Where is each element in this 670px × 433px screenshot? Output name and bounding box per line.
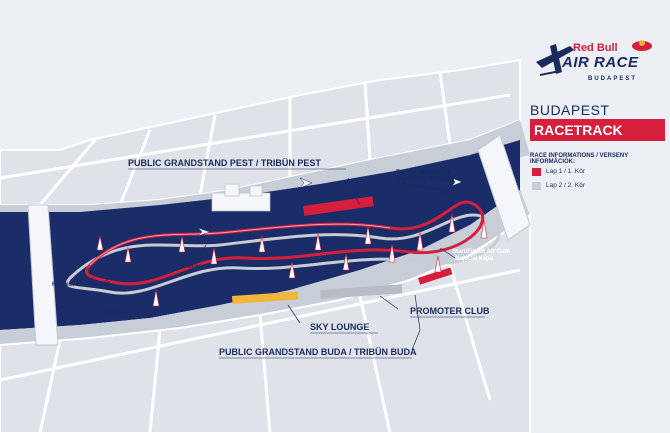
legend-label-lap-1: Lap 1 / 1. Kör — [546, 168, 586, 175]
logo-city: BUDAPEST — [588, 76, 638, 82]
red-bull-air-race-logo: Red Bull AIR RACE BUDAPEST — [530, 28, 660, 88]
racetrack-title: RACETRACK — [534, 122, 623, 138]
bull-icon — [632, 40, 652, 51]
promoter-club-area — [320, 284, 403, 299]
legend-label-lap-2: Lap 2 / 2. Kör — [546, 182, 586, 189]
start-finish-hu-label: Rajt/Cél kapu — [455, 256, 493, 262]
racetrack-banner: RACETRACK — [530, 119, 665, 141]
promoter-club-label: PROMOTER CLUB — [410, 306, 490, 316]
start-finish-label: Start/Finish Air Gate — [452, 249, 510, 255]
city-title: BUDAPEST — [530, 102, 610, 118]
race-info-title: RACE INFORMATIONS / VERSENY INFORMÁCIÓK: — [530, 153, 629, 165]
air-gate-label: Air Gate — [105, 310, 129, 316]
airplane-icon — [197, 177, 463, 237]
sky-lounge-label: SKY LOUNGE — [310, 322, 369, 332]
grandstand-pest-label: PUBLIC GRANDSTAND PEST / TRIBÜN PEST — [128, 158, 321, 168]
chicane-label: Chicane — [182, 264, 206, 270]
legend-swatch-lap-2 — [532, 182, 541, 190]
legend-swatch-lap-1 — [532, 168, 541, 176]
logo-brand: Red Bull — [573, 42, 618, 54]
turning-maneuver-label: Turning Maneeuvre — [396, 170, 452, 176]
grandstand-buda-label: PUBLIC GRANDSTAND BUDA / TRIBÜN BUDA — [219, 347, 417, 357]
turning-g-label: Highest G - Max 10G — [396, 177, 455, 183]
plane-logo-icon — [536, 44, 574, 76]
sky-lounge-area — [232, 291, 299, 304]
highest-g-label: Highest G - Max 10G — [52, 282, 111, 288]
logo-event: AIR RACE — [562, 54, 639, 71]
